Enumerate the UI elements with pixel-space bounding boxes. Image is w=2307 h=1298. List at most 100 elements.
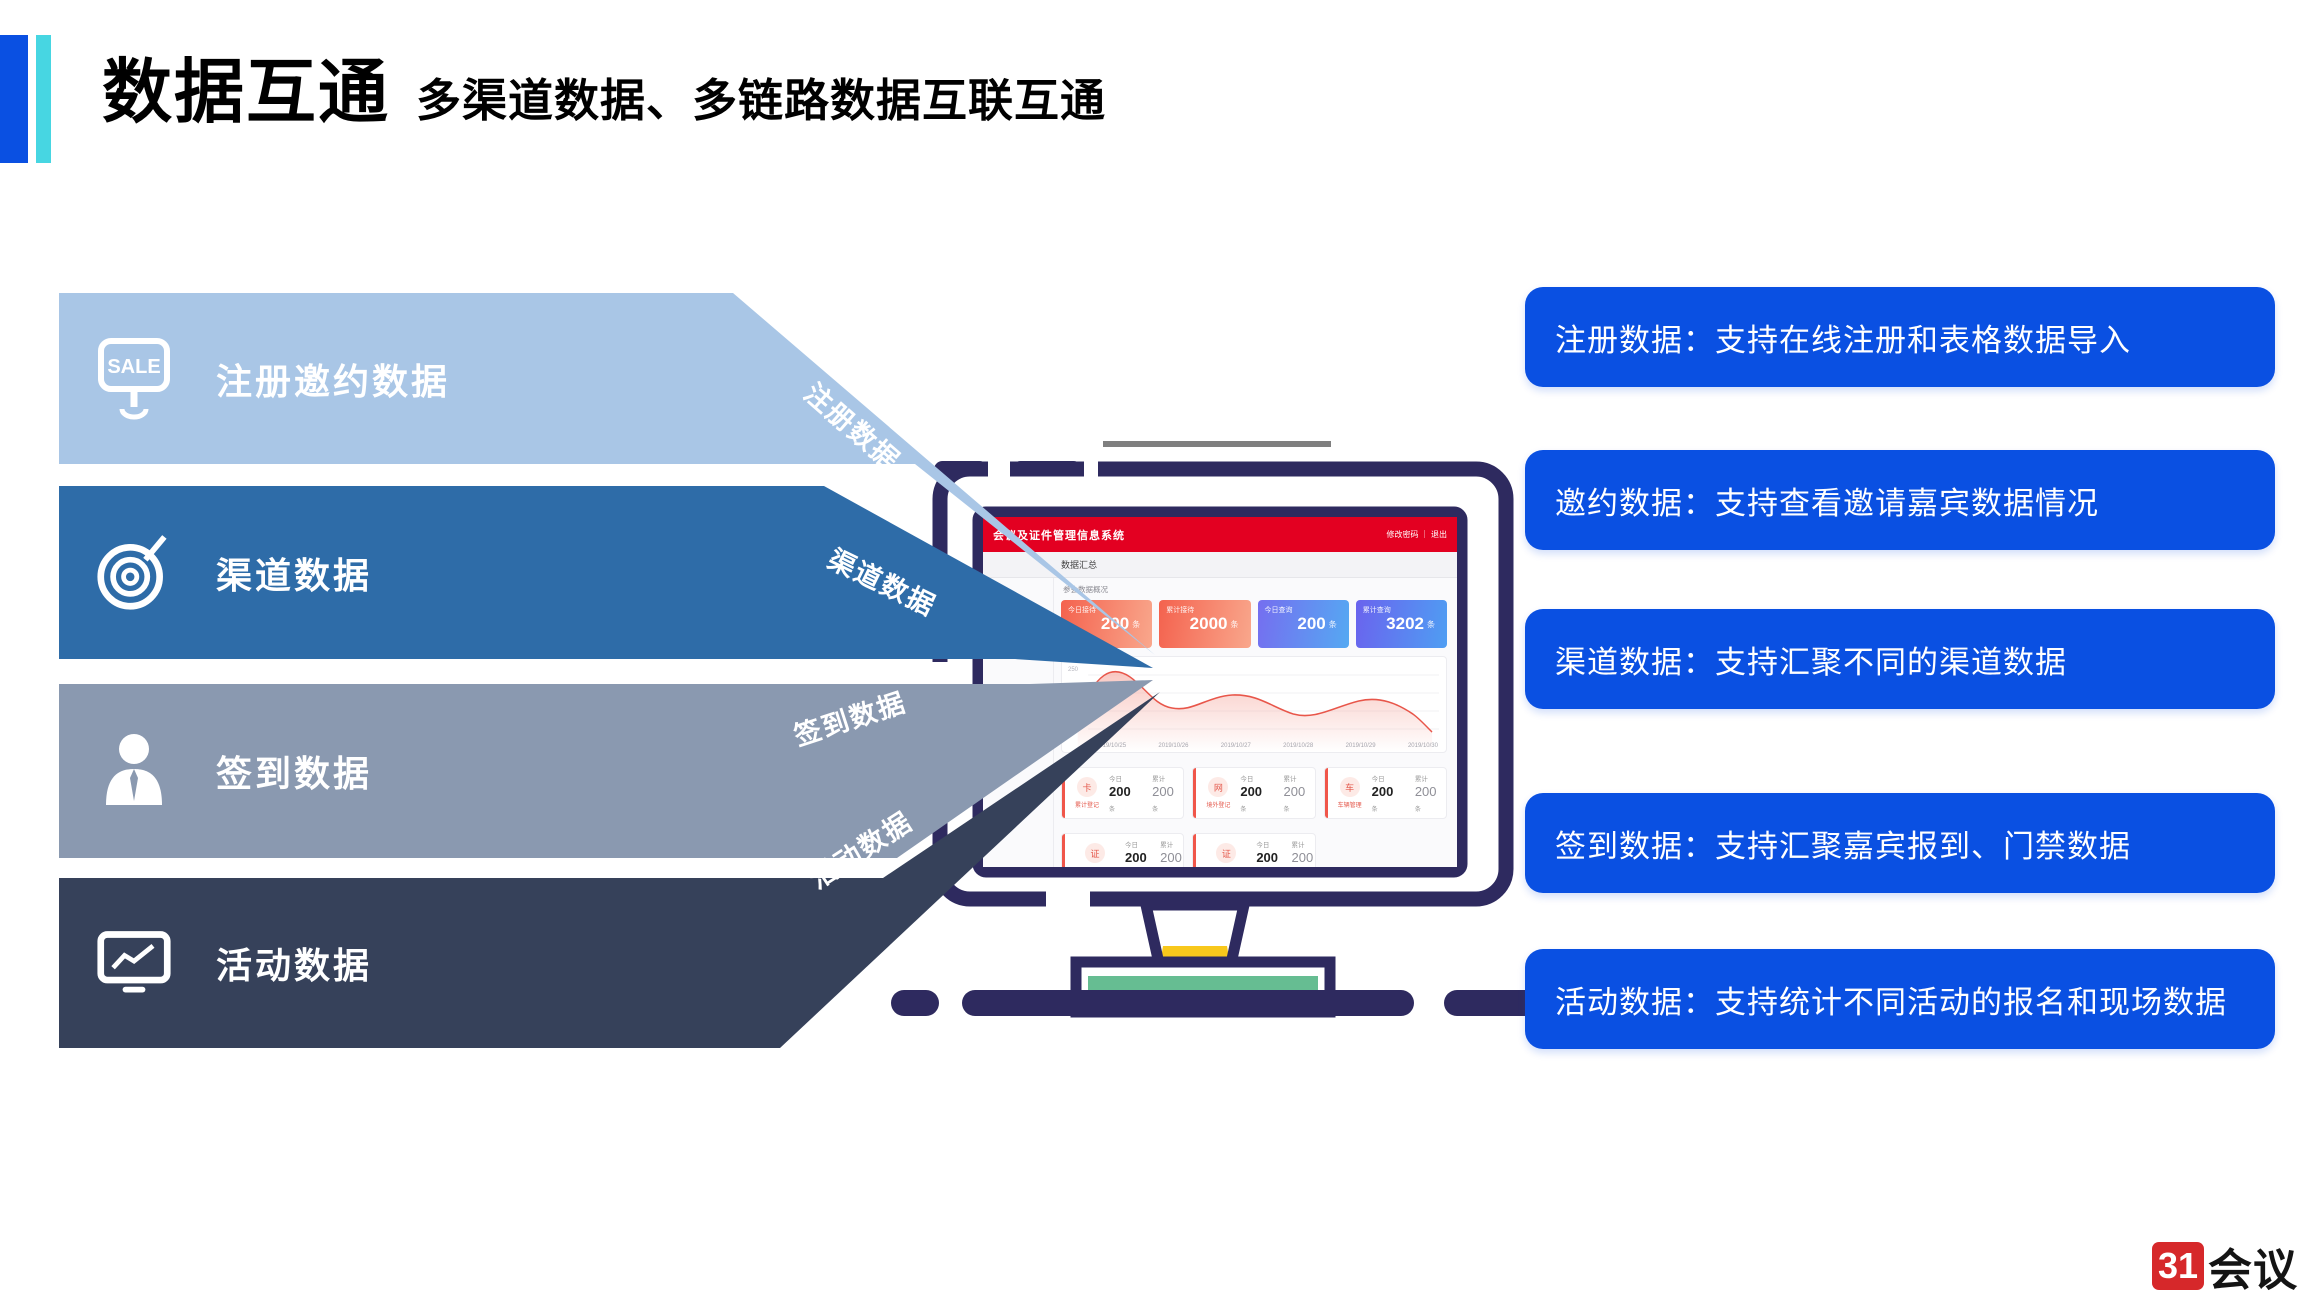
- pair-value: 200 条: [1371, 783, 1394, 813]
- globe-icon: 网: [1208, 777, 1229, 797]
- car-icon: 车: [1339, 777, 1360, 797]
- stat-card: 今日接待 200 条: [1061, 600, 1153, 648]
- pair-value: 200 条: [1125, 849, 1147, 865]
- pair-label: 累计: [1414, 775, 1428, 783]
- x-axis-tick: 2019/10/26: [1158, 743, 1189, 749]
- mini-card-label: 境外登记: [1206, 803, 1231, 809]
- stat-label: 累计查询: [1362, 607, 1391, 614]
- x-axis-labels: 2019/10/25 2019/10/26 2019/10/27 2019/10…: [1096, 743, 1438, 749]
- sale-sign-icon: SALE: [96, 337, 172, 421]
- dashboard-body: 参会数据概况 今日接待 200 条 累计接待 2000 条 今日查询 200 条…: [983, 578, 1457, 867]
- dashboard-account-links[interactable]: 修改密码 ｜ 退出: [1386, 530, 1447, 539]
- band-checkin-row: 签到数据: [96, 684, 372, 858]
- stat-unit: 条: [1328, 619, 1337, 629]
- monitor-bottom-dashes: [891, 990, 1550, 1016]
- stat-card: 今日查询 200 条: [1257, 600, 1349, 648]
- stat-label: 今日查询: [1264, 607, 1293, 614]
- mini-card-label: 累计登记: [1075, 803, 1100, 809]
- monitor-stand-accent: [1160, 946, 1230, 964]
- band-channel-row: 渠道数据: [96, 486, 372, 659]
- pair-label: 累计: [1152, 775, 1166, 783]
- decor-gray-line: [1103, 441, 1331, 447]
- monitor-base-green: [1088, 976, 1318, 1014]
- callout-registration: 注册数据：支持在线注册和表格数据导入: [1525, 287, 2275, 387]
- dashboard-screenshot: 会议及证件管理信息系统 修改密码 ｜ 退出 数据汇总 参会数据概况 今日接待 2…: [983, 517, 1457, 867]
- pair-value: 200 条: [1291, 849, 1314, 865]
- callout-text: 邀约数据：支持查看邀请嘉宾数据情况: [1555, 485, 2099, 521]
- callout-activity: 活动数据：支持统计不同活动的报名和现场数据: [1525, 949, 2275, 1049]
- mini-icon-block: 证 交付(通道二期): [1206, 843, 1246, 867]
- monitor-base: [1070, 956, 1336, 1018]
- stat-card: 累计接待 2000 条: [1159, 600, 1251, 648]
- band-activity-row: 活动数据: [96, 878, 372, 1048]
- mini-card-label: 交付(通道一期): [1075, 866, 1115, 867]
- callout-text: 签到数据：支持汇聚嘉宾报到、门禁数据: [1555, 828, 2131, 864]
- logo-badge-31: 31: [2152, 1242, 2204, 1290]
- accent-bar-cyan: [36, 35, 51, 163]
- logo-text: 会议: [2208, 1246, 2298, 1295]
- page-title: 数据互通: [102, 53, 390, 131]
- wedge-label-activity: 活动数据: [804, 806, 918, 894]
- stat-card: 累计查询 3202 条: [1355, 600, 1447, 648]
- y-axis-tick: 50: [1070, 726, 1077, 732]
- mini-icon-block: 车 车辆管理: [1338, 777, 1362, 809]
- brand-logo: 31 会议: [2152, 1234, 2298, 1298]
- pair-value: 200 条: [1256, 849, 1279, 865]
- band-label-registration: 注册邀约数据: [216, 360, 451, 402]
- band-label-activity: 活动数据: [216, 945, 373, 986]
- callout-text: 活动数据：支持统计不同活动的报名和现场数据: [1555, 984, 2227, 1020]
- callout-channel: 渠道数据：支持汇聚不同的渠道数据: [1525, 609, 2275, 709]
- pair-value: 200 条: [1152, 783, 1174, 813]
- stat-value: 200: [1100, 614, 1130, 633]
- stat-label: 今日接待: [1068, 607, 1096, 614]
- pair-label: 今日: [1109, 775, 1123, 783]
- trend-chart: 250 50 2019/10/25 2019/10/26 2019/10/27 …: [1061, 656, 1447, 753]
- pair-label: 累计: [1160, 841, 1174, 849]
- stat-unit: 条: [1132, 619, 1141, 629]
- pair-value: 200 条: [1240, 783, 1263, 813]
- mini-card-label: 车辆管理: [1337, 803, 1362, 809]
- trend-chart-svg: [1077, 670, 1440, 752]
- band-registration-row: SALE 注册邀约数据: [96, 293, 450, 464]
- x-axis-tick: 2019/10/25: [1096, 743, 1127, 749]
- y-axis-tick: 250: [1068, 667, 1079, 673]
- dashboard-sidebar-divider: [1053, 578, 1054, 867]
- badge-icon: 卡: [1077, 777, 1097, 797]
- x-axis-tick: 2019/10/29: [1345, 743, 1376, 749]
- stat-label: 累计接待: [1166, 607, 1195, 614]
- pair-label: 今日: [1371, 775, 1385, 783]
- dashboard-tab-bar: 数据汇总: [983, 552, 1457, 578]
- slide-header: 数据互通 多渠道数据、多链路数据互联互通: [102, 36, 1106, 137]
- callout-text: 注册数据：支持在线注册和表格数据导入: [1555, 322, 2131, 358]
- band-label-checkin: 签到数据: [216, 753, 373, 794]
- monitor-stand: [1139, 899, 1251, 974]
- stat-value: 200: [1297, 614, 1326, 633]
- target-icon: [96, 531, 172, 615]
- mini-icon-block: 网 境外登记: [1206, 777, 1230, 809]
- dashboard-section-caption: 参会数据概况: [1063, 585, 1108, 594]
- mini-icon-block: 证 交付(通道一期): [1075, 843, 1115, 867]
- stat-unit: 条: [1427, 619, 1435, 629]
- x-axis-tick: 2019/10/30: [1407, 743, 1438, 749]
- tab-data-summary[interactable]: 数据汇总: [1061, 560, 1098, 570]
- dashboard-header-bar: 会议及证件管理信息系统 修改密码 ｜ 退出: [983, 517, 1457, 552]
- monitor-top-dashes: [934, 461, 1082, 478]
- pair-label: 累计: [1283, 775, 1297, 783]
- person-icon: [96, 729, 172, 813]
- id-card-icon: 证: [1085, 843, 1105, 863]
- pair-value: 200 条: [1160, 849, 1182, 865]
- pair-value: 200 条: [1283, 783, 1306, 813]
- accent-bar-blue: [0, 35, 28, 163]
- pair-label: 累计: [1291, 841, 1305, 849]
- stat-unit: 条: [1230, 619, 1239, 629]
